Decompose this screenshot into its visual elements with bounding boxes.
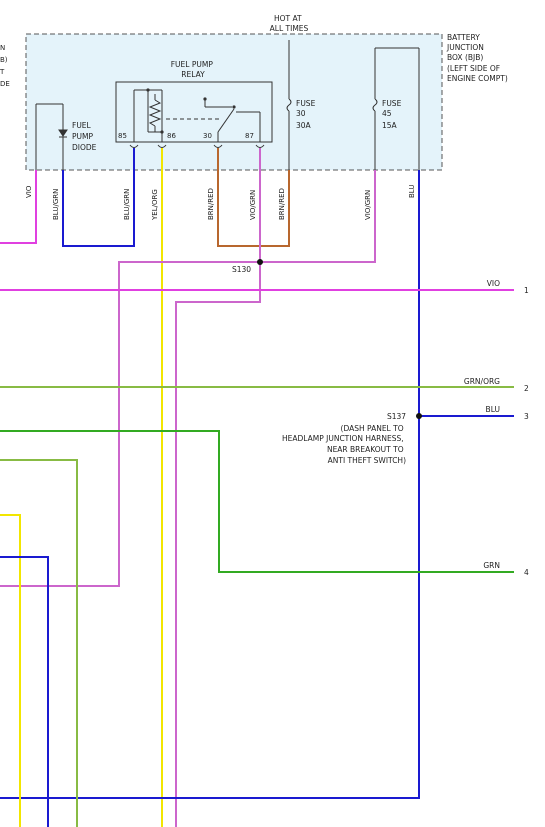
left-partial-text: N B) T DE xyxy=(0,44,10,88)
splice-s130-label: S130 xyxy=(232,265,251,274)
switch-contact xyxy=(203,97,207,101)
wire-label-blu-grn-1: BLU/GRN xyxy=(52,189,60,220)
wire-label-brn-red-2: BRN/RED xyxy=(278,188,286,220)
fuel-pump-diode-label: FUEL PUMP DIODE xyxy=(72,121,97,152)
wire-yel-left xyxy=(0,514,21,827)
output-pin-number: 3 xyxy=(524,412,529,421)
relay-pin-30: 30 xyxy=(203,132,212,140)
splice-s130 xyxy=(257,259,263,265)
output-pin-number: 2 xyxy=(524,384,529,393)
relay-pin-connectors xyxy=(129,144,265,148)
wire-grn-org-left xyxy=(0,459,78,827)
switch-contact xyxy=(232,105,236,109)
wire-vio-grn-down xyxy=(175,262,261,827)
fuel-pump-diode xyxy=(35,103,68,170)
wire-vio-left xyxy=(0,170,37,244)
wire-label-blu: BLU xyxy=(408,185,416,198)
output-wire-label: GRN/ORG xyxy=(464,377,500,386)
relay-pin-85: 85 xyxy=(118,132,127,140)
relay-node xyxy=(160,130,164,134)
s137-note: (DASH PANEL TO HEADLAMP JUNCTION HARNESS… xyxy=(282,424,406,465)
output-wire-label: GRN xyxy=(483,561,500,570)
output-wire-label: VIO xyxy=(487,279,500,288)
relay-pin-87: 87 xyxy=(245,132,254,140)
bjb-label: BATTERY JUNCTION BOX (BJB) (LEFT SIDE OF… xyxy=(446,33,508,83)
wire-label-blu-grn-2: BLU/GRN xyxy=(123,189,131,220)
wire-grn-output xyxy=(0,430,514,573)
wire-label-yel-org: YEL/ORG xyxy=(151,189,159,221)
output-wire-label: BLU xyxy=(486,405,500,414)
wire-label-vio: VIO xyxy=(25,185,33,198)
wire-label-vio-grn-2: VIO/GRN xyxy=(364,190,372,220)
fuse-45-label: FUSE 45 15A xyxy=(382,99,404,130)
fuse-30 xyxy=(286,40,292,170)
fuse-45 xyxy=(372,47,420,170)
fuse-30-label: FUSE 30 30A xyxy=(296,99,318,130)
splice-s137 xyxy=(416,413,422,419)
relay-pin-86: 86 xyxy=(167,132,176,140)
wire-vio-grn-s130-loop xyxy=(259,148,376,263)
wire-brn-red xyxy=(217,148,290,247)
splice-s137-label: S137 xyxy=(387,412,406,421)
output-pin-number: 1 xyxy=(524,286,529,295)
wire-blu-main xyxy=(0,170,420,799)
wire-label-vio-grn-1: VIO/GRN xyxy=(249,190,257,220)
wire-vio-grn-left xyxy=(0,261,260,587)
wire-label-brn-red-1: BRN/RED xyxy=(207,188,215,220)
relay-switch xyxy=(204,100,261,142)
relay-node xyxy=(146,88,150,92)
fuel-pump-relay-label: FUEL PUMP RELAY xyxy=(171,60,216,79)
wire-blu-left xyxy=(0,556,49,827)
hot-at-all-times-label: HOT AT ALL TIMES xyxy=(270,14,309,33)
output-pin-number: 4 xyxy=(524,568,529,577)
wire-blu-grn xyxy=(62,148,135,247)
